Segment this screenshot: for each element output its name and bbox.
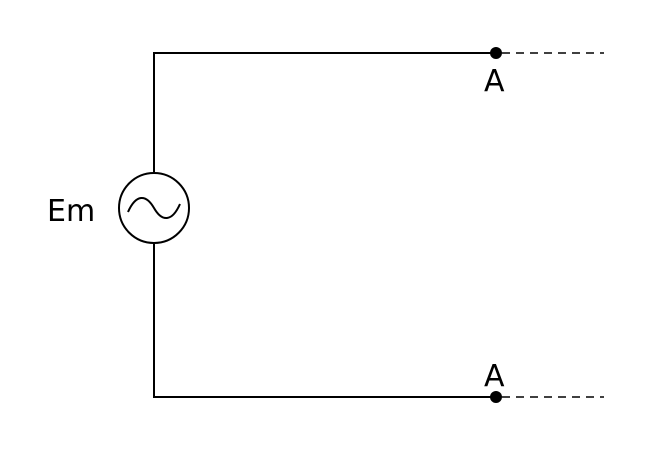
top-terminal-node bbox=[490, 47, 502, 59]
bottom-terminal-label: A bbox=[484, 359, 505, 394]
ac-source-icon bbox=[118, 172, 190, 244]
top-terminal-label: A bbox=[484, 64, 505, 99]
top-wire bbox=[153, 52, 496, 172]
bottom-terminal-node bbox=[490, 391, 502, 403]
source-label: Em bbox=[47, 194, 95, 229]
bottom-wire bbox=[153, 244, 496, 398]
sine-wave-icon bbox=[127, 197, 181, 219]
ac-source-circle bbox=[118, 172, 190, 244]
